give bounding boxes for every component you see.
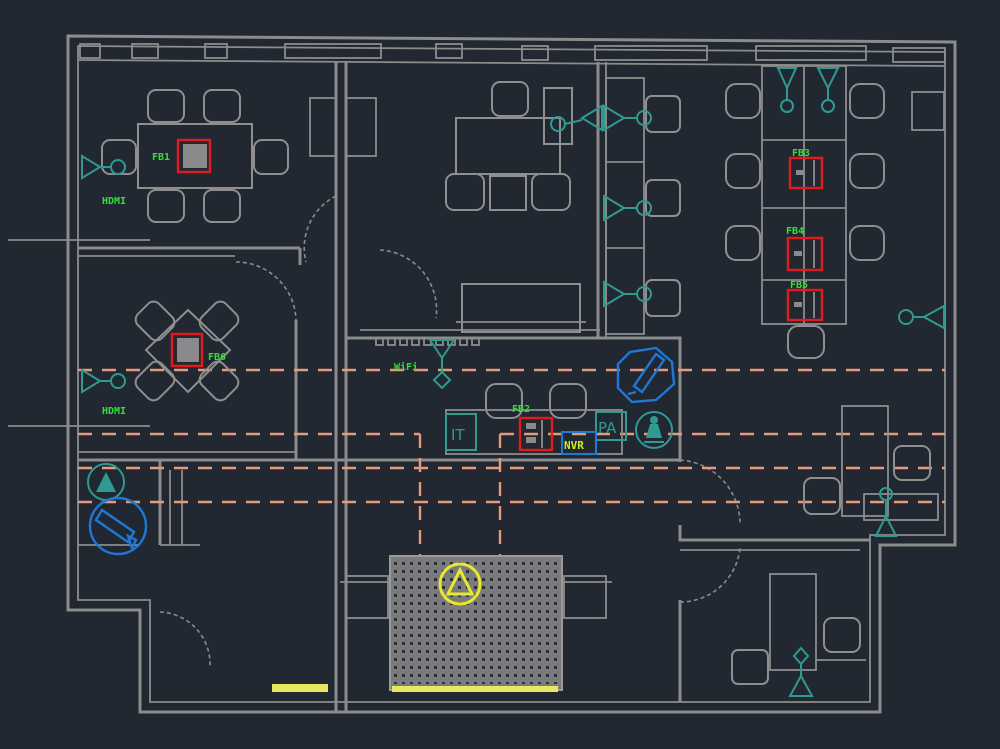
floor-box-fb3 — [788, 156, 824, 190]
cctv-camera-icons — [88, 346, 676, 556]
label-pa: PA — [598, 419, 617, 437]
data-outlet-icon — [603, 280, 652, 308]
data-outlet-icon — [776, 67, 840, 113]
data-outlet-icon — [874, 487, 898, 537]
cable-trays — [78, 368, 945, 560]
external-lines — [8, 239, 150, 427]
label-fb5: FB5 — [790, 280, 808, 291]
label-it: IT — [451, 426, 465, 444]
floor-box-fb6 — [170, 332, 204, 368]
meeting-table-1 — [101, 89, 289, 223]
executive-desk — [445, 81, 586, 333]
label-fb4: FB4 — [786, 226, 804, 237]
speaker-icon — [635, 411, 673, 449]
it-room-equipment — [445, 411, 627, 451]
meeting-table-2 — [134, 300, 240, 402]
floor-box-fb5 — [786, 288, 824, 322]
label-hdmi-2: HDMI — [102, 406, 126, 417]
label-fb6: FB6 — [208, 352, 226, 363]
floor-box-fb1 — [176, 138, 212, 174]
smoke-detector-icon — [438, 562, 482, 606]
wifi-access-point-icon — [428, 339, 456, 390]
rack-outlets — [375, 337, 480, 346]
label-fb1: FB1 — [152, 152, 170, 163]
data-outlet-icon — [550, 104, 652, 132]
floor-box-fb4 — [786, 236, 824, 272]
workstation-chairs — [645, 83, 885, 359]
workstation-desks — [605, 65, 847, 335]
label-fb2: FB2 — [512, 404, 530, 415]
label-nvr: NVR — [564, 439, 584, 452]
doors — [159, 195, 741, 667]
label-fb3: FB3 — [792, 148, 810, 159]
data-outlet-icon — [81, 154, 126, 180]
speaker-icons — [87, 411, 673, 501]
data-outlet-icon — [81, 368, 126, 394]
nvr-box — [561, 431, 597, 455]
floor-box-fb2 — [518, 416, 554, 452]
data-outlet-icon — [898, 304, 945, 330]
floor-boxes — [170, 138, 824, 452]
office-desk — [731, 573, 866, 685]
outer-walls — [66, 34, 957, 714]
floor-strips — [272, 684, 558, 692]
label-hdmi-1: HDMI — [102, 196, 126, 207]
reception-desk — [803, 405, 939, 521]
labels: FB1 HDMI FB6 HDMI WiFi FB2 FB3 FB4 FB5 I… — [102, 148, 810, 452]
label-wifi: WiFi — [394, 361, 418, 373]
windows — [79, 43, 946, 63]
boardroom-table — [340, 555, 612, 691]
cctv-camera-icon — [88, 496, 148, 556]
speaker-icon — [87, 463, 125, 501]
data-outlet-icon — [788, 646, 814, 697]
cctv-camera-icon — [616, 346, 676, 404]
data-outlet-icons — [81, 67, 945, 697]
data-outlet-icon — [603, 194, 652, 222]
